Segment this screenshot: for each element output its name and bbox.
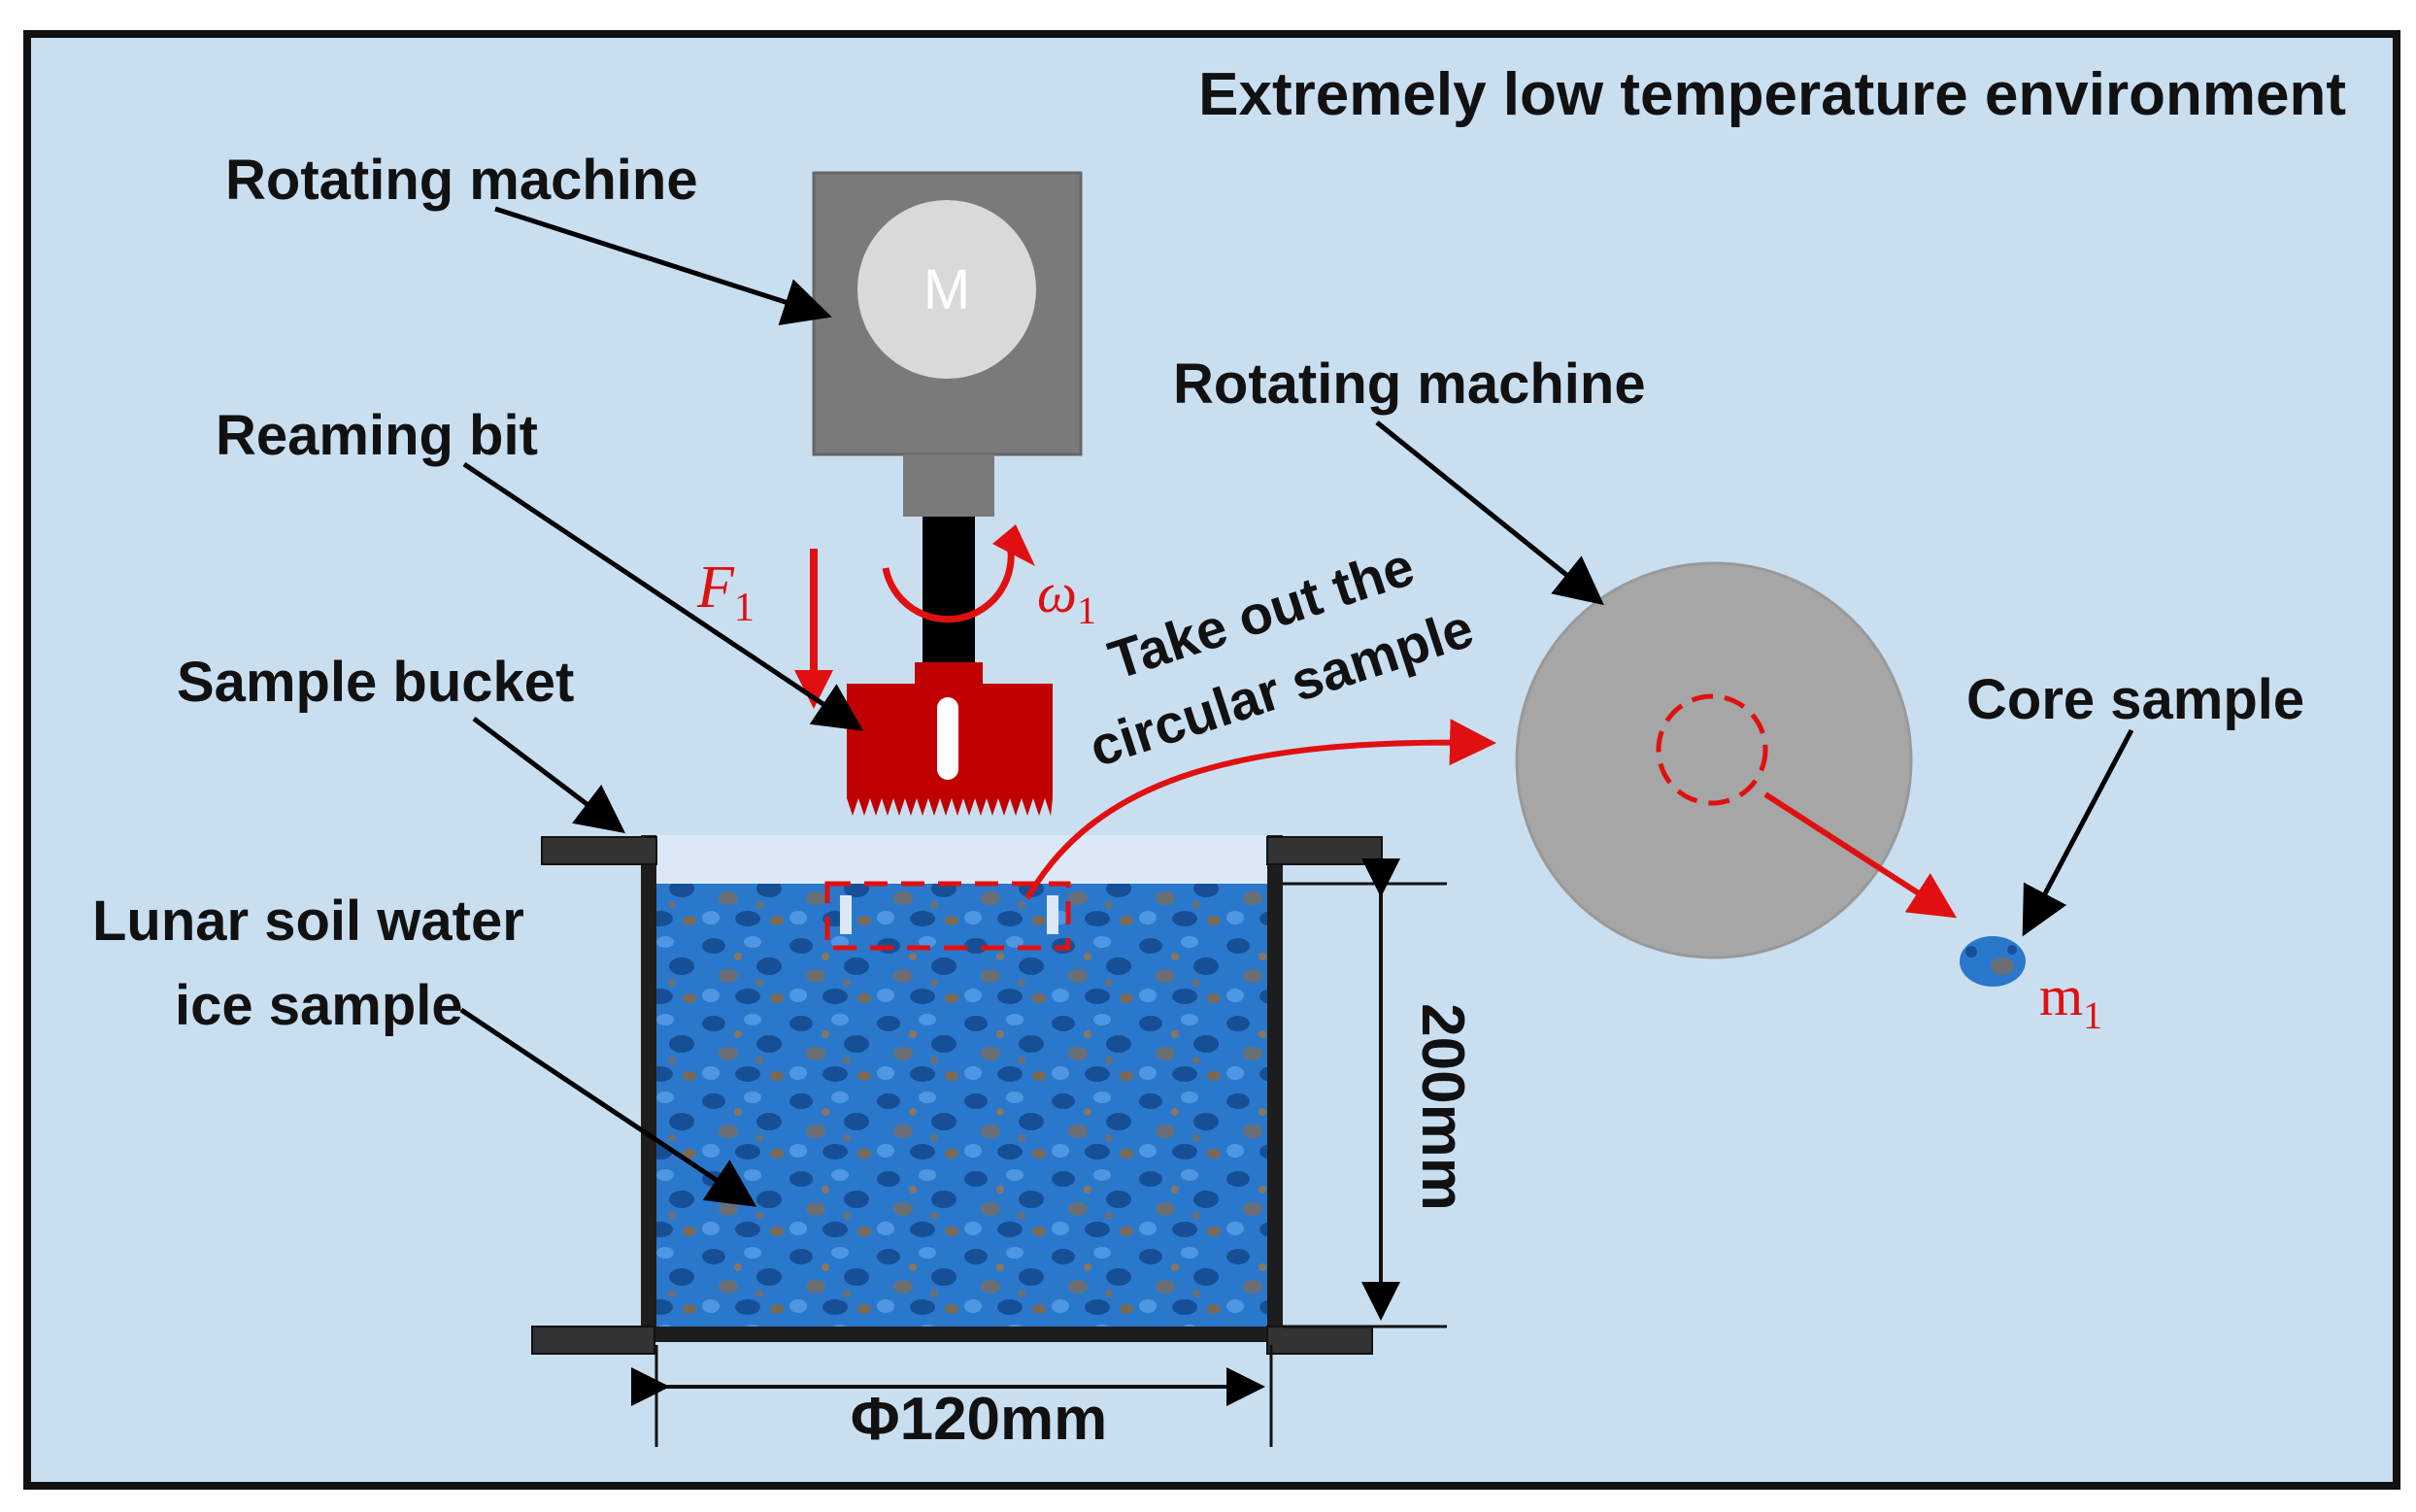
core-eject-arrow-icon — [1763, 791, 1958, 919]
leader-sample-bucket — [472, 717, 625, 834]
bit-top-collar — [915, 662, 983, 684]
label-lunar-soil-line2: ice sample — [175, 974, 463, 1037]
take-out-arrow-icon — [1024, 719, 1496, 900]
rotation-arrow-icon — [882, 543, 1015, 623]
height-dimension-label: 200mm — [1409, 1003, 1476, 1211]
diameter-dimension-label: Φ120mm — [851, 1386, 1108, 1453]
bucket-wall-right — [1267, 835, 1283, 1342]
bit-teeth — [847, 798, 1053, 816]
bucket-flange-top-right — [1266, 836, 1383, 865]
core-sample — [1960, 936, 2026, 987]
bucket-wall-left — [641, 835, 656, 1342]
omega-symbol: ω1 — [1037, 561, 1096, 632]
label-reaming-bit: Reaming bit — [216, 404, 538, 467]
drill-arm — [903, 454, 994, 517]
label-core-sample: Core sample — [1966, 668, 2304, 731]
leader-reaming-bit — [462, 461, 864, 731]
bucket-top-clearance — [653, 835, 1271, 884]
core-slot-left — [840, 895, 852, 934]
sample-bucket — [531, 835, 1383, 1355]
rotating-machine-disc — [1515, 561, 1913, 959]
bucket-flange-top-left — [541, 836, 657, 865]
bucket-flange-bottom-right — [1266, 1326, 1373, 1355]
bit-slot — [937, 697, 958, 780]
environment-label: Extremely low temperature environment — [1198, 61, 2346, 128]
leader-lunar-soil — [459, 1007, 757, 1207]
leader-rotating-machine-1 — [494, 206, 832, 326]
drill-shaft — [923, 517, 975, 662]
label-rotating-machine-2: Rotating machine — [1173, 353, 1646, 416]
motor-icon — [857, 200, 1036, 379]
force-symbol: F1 — [696, 554, 755, 630]
lunar-soil-sample — [653, 884, 1271, 1328]
motor-label: M — [923, 258, 970, 321]
bucket-flange-bottom-left — [531, 1326, 655, 1355]
leader-core-sample — [2022, 728, 2134, 937]
reaming-bit — [847, 662, 1053, 816]
mass-symbol: m1 — [2039, 964, 2102, 1037]
core-extraction-zone — [824, 881, 1071, 951]
rotating-machine-drill: M — [812, 171, 1083, 662]
diameter-dimension: Φ120mm — [631, 1345, 1273, 1453]
height-dimension: 200mm — [1283, 858, 1476, 1328]
label-rotating-machine-1: Rotating machine — [225, 149, 698, 212]
bucket-bottom — [641, 1327, 1283, 1342]
label-sample-bucket: Sample bucket — [177, 651, 574, 714]
label-lunar-soil-line1: Lunar soil water — [92, 890, 524, 953]
disc-core-outline — [1656, 693, 1768, 806]
core-slot-right — [1047, 895, 1058, 934]
leader-rotating-machine-2 — [1375, 420, 1604, 606]
rotation-arrowhead-icon — [992, 524, 1035, 566]
